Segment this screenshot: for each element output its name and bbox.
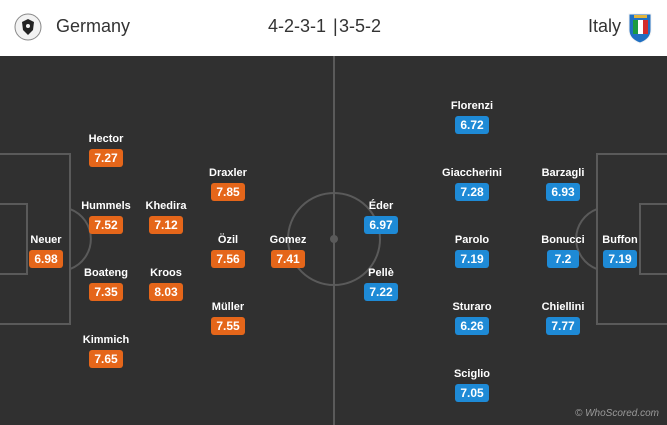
away-team-name: Italy [588,16,622,36]
player-kimmich: Kimmich 7.65 [66,333,146,368]
player-parolo: Parolo 7.19 [432,233,512,268]
player-rating: 7.19 [603,250,637,268]
player-name: Sciglio [453,368,491,380]
player-name: Sturaro [452,301,492,313]
player-rating: 7.19 [455,250,489,268]
player-name: Éder [368,200,394,212]
pitch-markings [0,56,667,425]
watermark: © WhoScored.com [574,408,659,419]
player-sturaro: Sturaro 6.26 [432,300,512,335]
player-name: Kroos [150,267,182,279]
player-name: Bonucci [541,234,585,246]
player-name: Pellè [368,267,394,279]
player-name: Hummels [81,200,131,212]
player-kroos: Kroos 8.03 [126,266,206,301]
player-name: Özil [217,234,239,246]
player-hector: Hector 7.27 [66,132,146,167]
player-name: Khedira [145,200,187,212]
player-barzagli: Barzagli 6.93 [523,166,603,201]
player-rating: 8.03 [149,283,183,301]
player-name: Gomez [269,234,307,246]
player-sciglio: Sciglio 7.05 [432,367,512,402]
player-rating: 7.52 [89,216,123,234]
player-name: Draxler [209,167,247,179]
player-neuer: Neuer 6.98 [6,233,86,268]
player-rating: 6.26 [455,317,489,335]
player-name: Parolo [454,234,490,246]
match-header: Germany 4-2-3-1 | 3-5-2 Italy [0,0,667,57]
player-rating: 7.55 [211,317,245,335]
player-rating: 7.65 [89,350,123,368]
player-name: Neuer [30,234,62,246]
player-rating: 7.77 [546,317,580,335]
player-name: Müller [211,301,245,313]
player-eder: Éder 6.97 [341,199,421,234]
player-pelle: Pellè 7.22 [341,266,421,301]
player-buffon: Buffon 7.19 [580,233,660,268]
player-rating: 7.85 [211,183,245,201]
player-rating: 6.97 [364,216,398,234]
player-name: Kimmich [82,334,130,346]
player-florenzi: Florenzi 6.72 [432,99,512,134]
player-name: Chiellini [541,301,585,313]
player-draxler: Draxler 7.85 [188,166,268,201]
player-rating: 7.22 [364,283,398,301]
player-muller: Müller 7.55 [188,300,268,335]
player-rating: 7.2 [547,250,579,268]
player-name: Barzagli [541,167,585,179]
player-rating: 6.93 [546,183,580,201]
player-rating: 7.12 [149,216,183,234]
player-boateng: Boateng 7.35 [66,266,146,301]
player-rating: 7.35 [89,283,123,301]
player-hummels: Hummels 7.52 [66,199,146,234]
player-khedira: Khedira 7.12 [126,199,206,234]
player-ozil: Özil 7.56 [188,233,268,268]
italy-crest-icon [628,13,652,44]
away-formation: 3-5-2 [339,16,382,36]
player-rating: 7.27 [89,149,123,167]
player-giaccherini: Giaccherini 7.28 [432,166,512,201]
home-team-name: Germany [56,16,131,36]
player-gomez: Gomez 7.41 [248,233,328,268]
player-rating: 6.72 [455,116,489,134]
player-rating: 7.28 [455,183,489,201]
player-chiellini: Chiellini 7.77 [523,300,603,335]
player-rating: 7.41 [271,250,305,268]
home-formation: 4-2-3-1 [268,16,327,36]
formation-separator: | [333,16,338,36]
player-name: Giaccherini [442,167,502,179]
player-bonucci: Bonucci 7.2 [523,233,603,268]
player-rating: 7.56 [211,250,245,268]
player-name: Hector [88,133,124,145]
player-name: Buffon [602,234,638,246]
player-rating: 6.98 [29,250,63,268]
player-rating: 7.05 [455,384,489,402]
germany-crest-icon [14,13,42,41]
player-name: Boateng [84,267,128,279]
player-name: Florenzi [450,100,494,112]
